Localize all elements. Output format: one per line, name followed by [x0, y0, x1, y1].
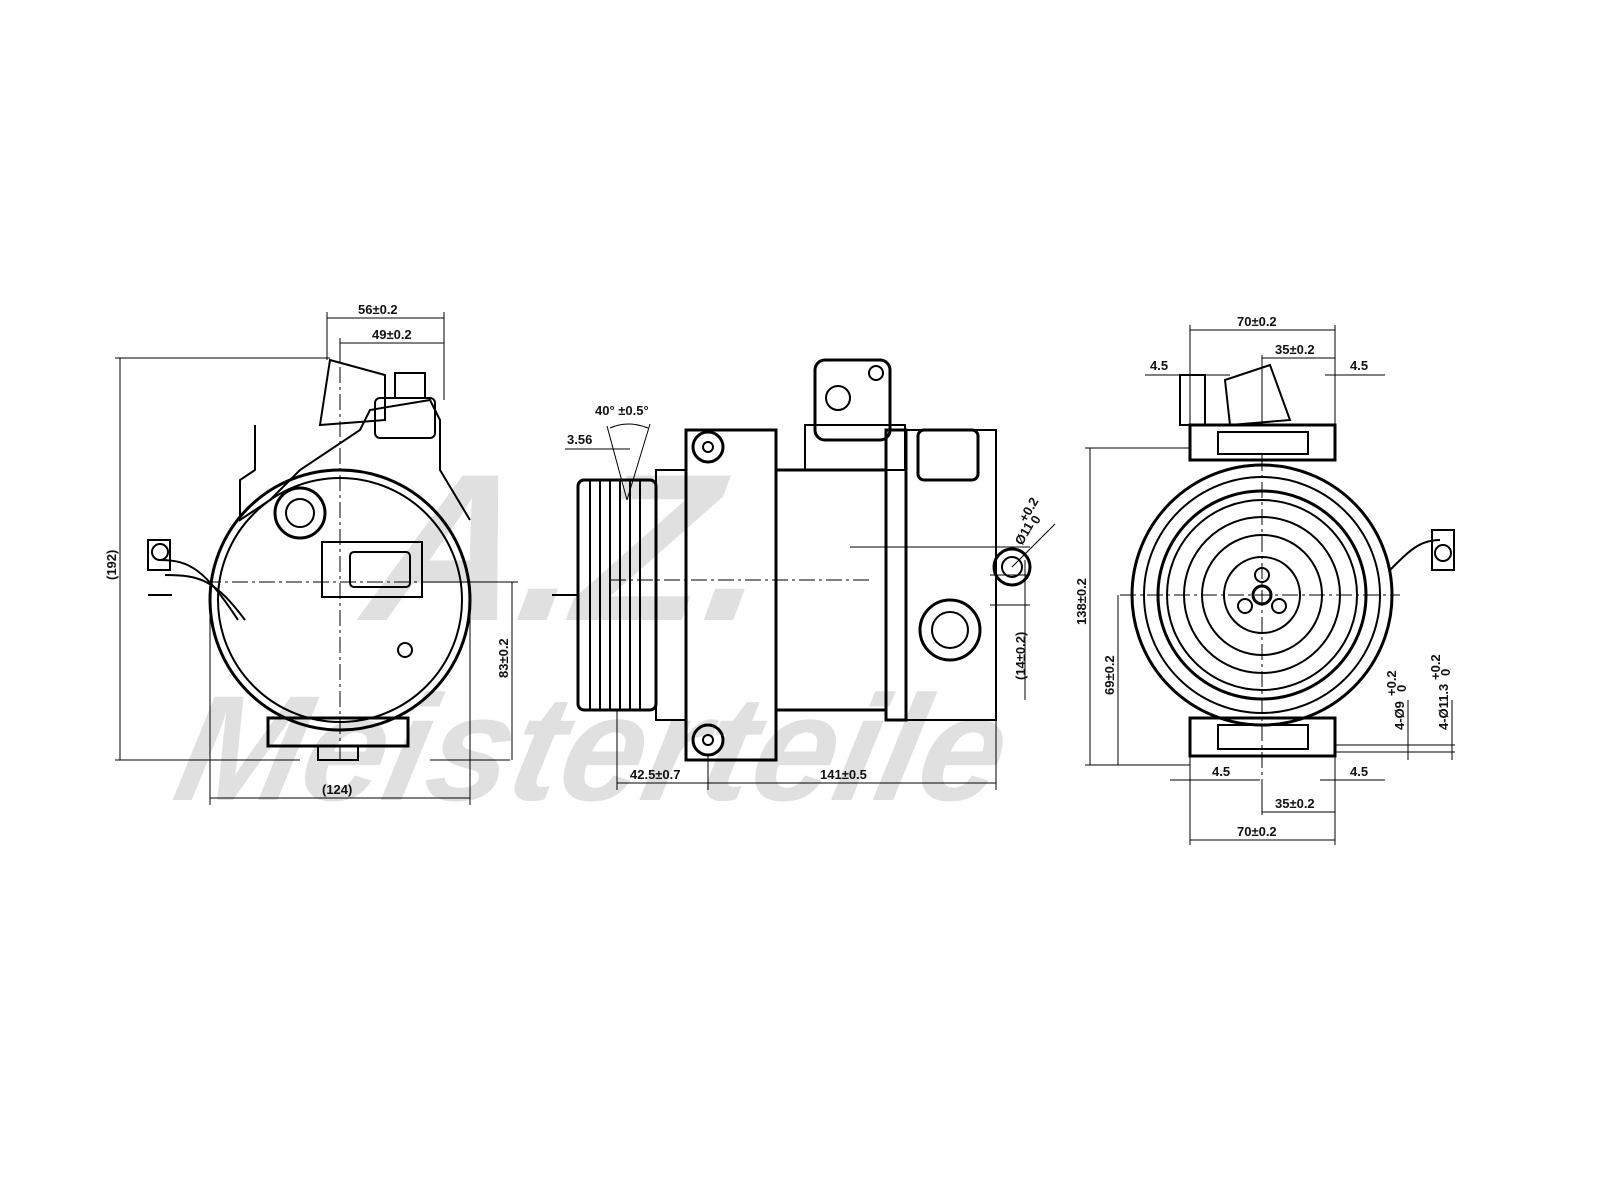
dim-hole-9-tol-lower: 0 [1394, 685, 1409, 692]
dim-138: 138±0.2 [1074, 578, 1089, 625]
dim-192: (192) [104, 550, 119, 580]
dim-69: 69±0.2 [1102, 655, 1117, 695]
dim-hole-11-3: 4-Ø11.3 [1436, 684, 1451, 730]
dim-groove-angle: 40° ±0.5° [595, 403, 649, 418]
dim-4-5-bottom-right: 4.5 [1350, 764, 1368, 779]
dim-hole-9-tol-upper: +0.2 [1384, 670, 1399, 696]
left-view: 56±0.2 49±0.2 (192) 83±0.2 (124) [104, 302, 520, 805]
dim-hole-11-3-tol-lower: 0 [1438, 669, 1453, 676]
dim-124: (124) [322, 782, 352, 797]
dim-4-5-bottom-left: 4.5 [1212, 764, 1230, 779]
watermark: A.Z. Meisterteile [163, 429, 1024, 832]
dim-groove-pitch: 3.56 [567, 432, 592, 447]
right-view: 70±0.2 35±0.2 4.5 4.5 138±0.2 69±0.2 4-Ø… [1074, 314, 1455, 845]
dim-49: 49±0.2 [372, 327, 412, 342]
dim-hole-9: 4-Ø9 [1392, 701, 1407, 730]
dim-56: 56±0.2 [358, 302, 398, 317]
dim-83: 83±0.2 [496, 638, 511, 678]
dim-141: 141±0.5 [820, 767, 867, 782]
dim-35-top: 35±0.2 [1275, 342, 1315, 357]
dim-hole-11-3-tol-upper: +0.2 [1428, 654, 1443, 680]
dim-4-5-top-left: 4.5 [1150, 358, 1168, 373]
dim-42-5: 42.5±0.7 [630, 767, 681, 782]
dim-70-top: 70±0.2 [1237, 314, 1277, 329]
watermark-logo: A.Z. [348, 429, 791, 664]
dim-14: (14±0.2) [1013, 632, 1028, 680]
dim-4-5-top-right: 4.5 [1350, 358, 1368, 373]
center-view: 40° ±0.5° 3.56 42.5±0.7 141±0.5 Ø11 +0.2… [552, 358, 1056, 790]
watermark-brand: Meisterteile [163, 666, 1024, 833]
dim-port-diameter: Ø11 [1012, 519, 1037, 547]
dim-70-bottom: 70±0.2 [1237, 824, 1277, 839]
dim-35-bottom: 35±0.2 [1275, 796, 1315, 811]
